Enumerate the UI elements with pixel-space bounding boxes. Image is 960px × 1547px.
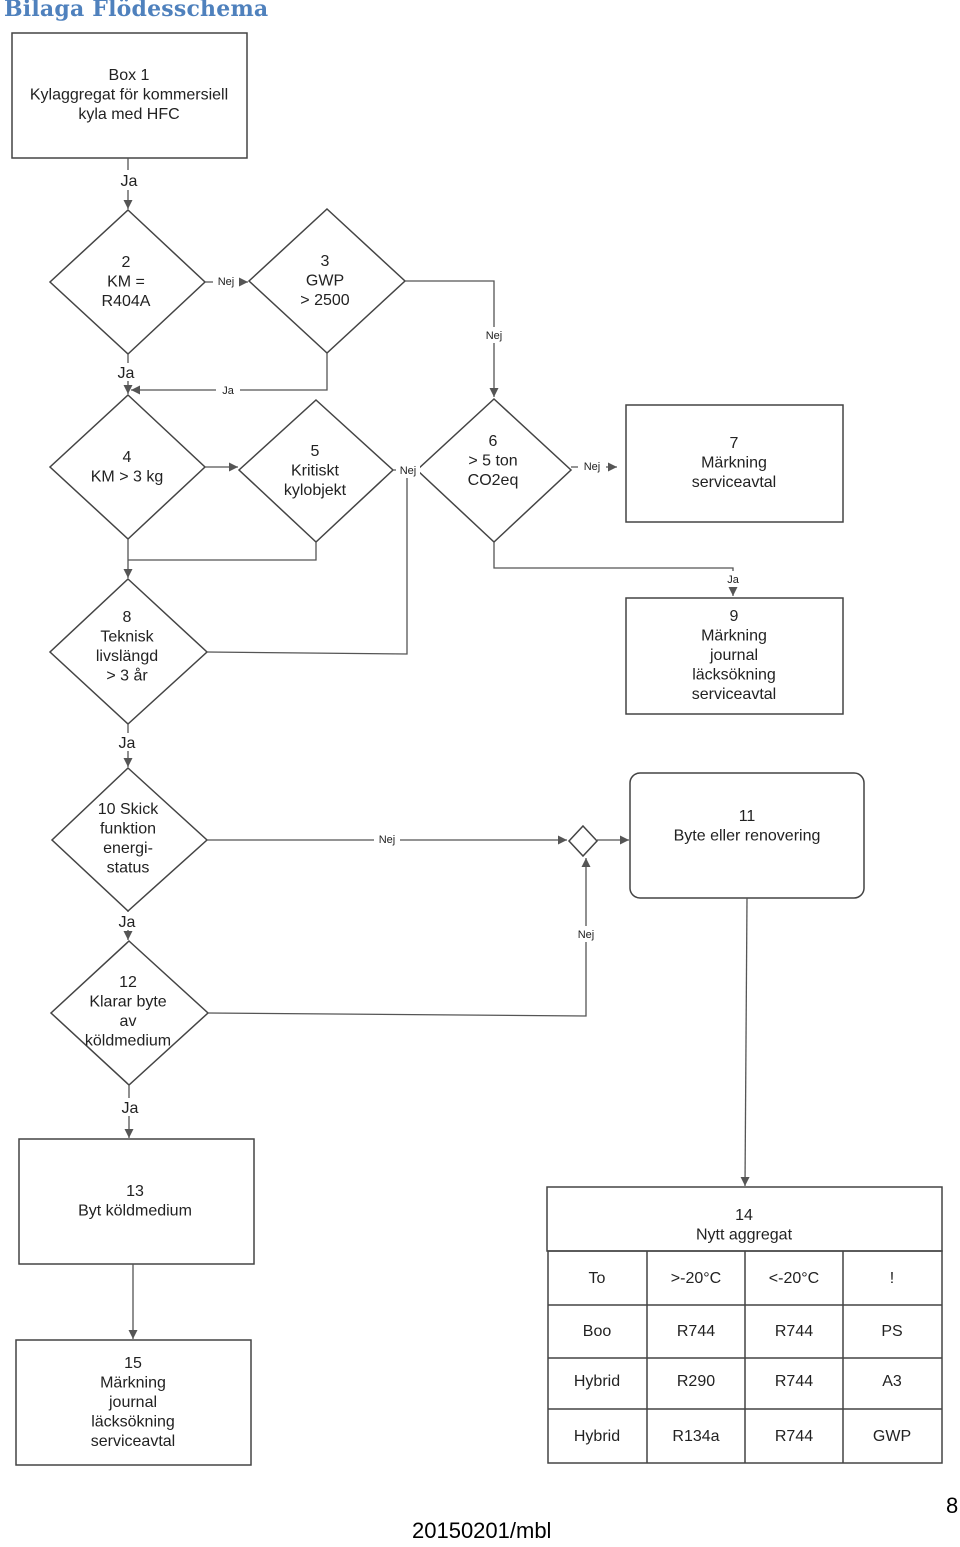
node-8-line-1: 8: [123, 609, 132, 626]
footer: 20150201/mbl: [412, 1518, 552, 1543]
edge-label-12-11: Nej: [578, 929, 595, 941]
node-13-line-1: 13: [126, 1183, 144, 1200]
edge-12-merge: [207, 858, 591, 1017]
decision-4: [48, 393, 207, 541]
node-7-line-3: serviceavtal: [692, 474, 776, 491]
edge-label-6-9: Ja: [727, 574, 740, 586]
table-cell-r0-c0: To: [589, 1270, 606, 1287]
table-cell-r0-c2: <-20°C: [769, 1270, 819, 1287]
edge-label-3-6: Nej: [486, 330, 503, 342]
table-cell-r2-c1: R290: [677, 1373, 715, 1390]
node-10-line-2: funktion: [100, 821, 156, 838]
node-12-line-2: Klarar byte: [89, 994, 166, 1011]
edge-label-2-4: Ja: [118, 365, 135, 382]
node-10-line-1: 10 Skick: [98, 801, 159, 818]
table-cell-r1-c2: R744: [775, 1323, 813, 1340]
node-9-line-2: Märkning: [701, 628, 767, 645]
node-4-line-2: KM > 3 kg: [91, 469, 163, 486]
table-cell-r3-c3: GWP: [873, 1428, 911, 1445]
node-5-line-1: 5: [311, 443, 320, 460]
node-15-line-1: 15: [124, 1355, 142, 1372]
node-7-line-2: Märkning: [701, 455, 767, 472]
node-15-line-3: journal: [108, 1394, 157, 1411]
node-6-line-2: > 5 ton: [468, 453, 517, 470]
edge-label-2-3: Nej: [218, 276, 235, 288]
node-4-line-1: 4: [123, 449, 132, 466]
edge-8-nej: [206, 472, 408, 655]
table-cell-r3-c2: R744: [775, 1428, 813, 1445]
box-14: [546, 1186, 943, 1252]
edge-label-8-10: Ja: [119, 735, 136, 752]
table-cell-r0-c3: !: [890, 1270, 894, 1287]
node-5-line-2: Kritiskt: [291, 463, 340, 480]
edge-6-9: [493, 542, 738, 596]
table-cell-r3-c1: R134a: [672, 1428, 719, 1445]
node-1-line-2: Kylaggregat för kommersiell: [30, 87, 228, 104]
node-9-line-1: 9: [730, 608, 739, 625]
edge-11-14: [740, 897, 750, 1187]
box-1: [11, 32, 248, 159]
node-2-line-1: 2: [122, 254, 131, 271]
edge-label-6-7: Nej: [584, 461, 601, 473]
node-15-line-5: serviceavtal: [91, 1433, 175, 1450]
edge-label-3-4: Ja: [222, 385, 235, 397]
refrigerant-table: [547, 1250, 943, 1464]
merge-diamond: [567, 824, 599, 858]
node-11-line-1: 11: [739, 808, 756, 825]
node-9-line-4: läcksökning: [692, 667, 776, 684]
node-15-line-2: Märkning: [100, 1375, 166, 1392]
table-cell-r3-c0: Hybrid: [574, 1428, 620, 1445]
box-9: [625, 597, 844, 715]
node-7-line-1: 7: [730, 435, 739, 452]
edge-3-6: [405, 280, 499, 397]
page-number: 8: [946, 1493, 959, 1518]
edge-label-1-2: Ja: [121, 173, 138, 190]
node-6-line-3: CO2eq: [468, 472, 519, 489]
node-10-line-4: status: [107, 860, 150, 877]
page-title: Bilaga Flödesschema: [4, 0, 269, 22]
box-15: [15, 1339, 252, 1466]
node-14-line-1: 14: [735, 1207, 753, 1224]
edge-3-4: [131, 353, 328, 395]
node-11-line-2: Byte eller renovering: [674, 828, 821, 845]
table-cell-r2-c3: A3: [882, 1373, 902, 1390]
node-8-line-3: livslängd: [96, 648, 158, 665]
edge-label-10-12: Ja: [119, 914, 136, 931]
node-15-line-4: läcksökning: [91, 1414, 175, 1431]
node-12-line-1: 12: [119, 974, 137, 991]
node-3-line-3: > 2500: [300, 292, 349, 309]
node-13-line-2: Byt köldmedium: [78, 1203, 192, 1220]
node-14-line-2: Nytt aggregat: [696, 1227, 793, 1244]
box-13: [18, 1138, 255, 1265]
node-9-line-5: serviceavtal: [692, 686, 776, 703]
node-8-line-2: Teknisk: [100, 629, 154, 646]
node-1-line-1: Box 1: [109, 67, 150, 84]
node-5-line-3: kylobjekt: [284, 482, 347, 499]
edge-label-12-13: Ja: [122, 1100, 139, 1117]
table-cell-r1-c1: R744: [677, 1323, 715, 1340]
edge-5-8: [128, 542, 317, 561]
table-cell-r0-c1: >-20°C: [671, 1270, 721, 1287]
edge-label-10-11: Nej: [379, 834, 396, 846]
node-3-line-1: 3: [321, 253, 330, 270]
table-cell-r2-c0: Hybrid: [574, 1373, 620, 1390]
node-12-line-4: köldmedium: [85, 1033, 171, 1050]
node-2-line-3: R404A: [102, 293, 151, 310]
table-cell-r2-c2: R744: [775, 1373, 813, 1390]
node-2-line-2: KM =: [107, 274, 145, 291]
node-6-line-1: 6: [489, 433, 498, 450]
node-12-line-3: av: [120, 1013, 137, 1030]
table-cell-r1-c3: PS: [881, 1323, 902, 1340]
decision-6: [415, 397, 573, 544]
table-cell-r1-c0: Boo: [583, 1323, 612, 1340]
node-8-line-4: > 3 år: [106, 667, 148, 685]
node-3-line-2: GWP: [306, 273, 344, 290]
box-7: [625, 404, 844, 523]
node-1-line-3: kyla med HFC: [78, 106, 179, 123]
edge-label-5-6: Nej: [400, 465, 417, 477]
node-10-line-3: energi-: [103, 840, 153, 857]
node-9-line-3: journal: [709, 647, 758, 664]
